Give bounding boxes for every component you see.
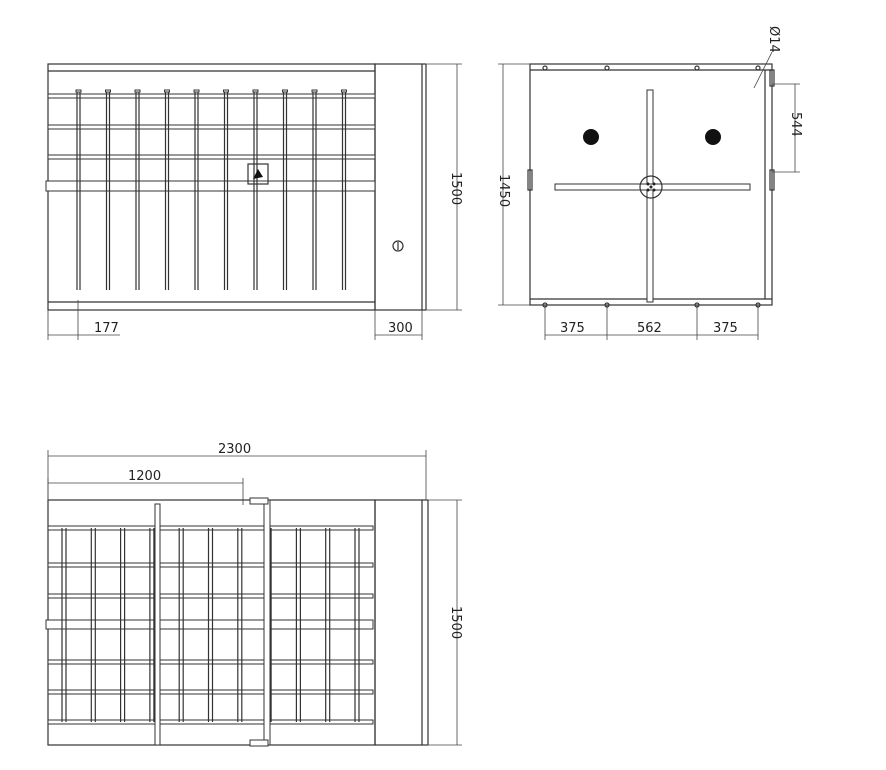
top-length-dimension: 2300: [47, 442, 427, 500]
pole-cap: [252, 89, 259, 93]
arm-row: [47, 719, 374, 725]
top-half-label: 1200: [128, 469, 161, 484]
pole-cap: [282, 89, 288, 93]
side-sensor-right-icon: [705, 129, 721, 145]
side-right-spacing-label: 375: [713, 321, 738, 336]
pole-cap: [75, 89, 82, 93]
front-offset-label: 177: [94, 321, 119, 336]
top-view: 2300 1200 1500: [45, 442, 463, 747]
top-center-post: [154, 497, 271, 747]
arm-row: [47, 689, 374, 695]
front-rotor-arms: [45, 93, 376, 192]
front-view: 1500 177 300: [45, 63, 463, 340]
front-height-label: 1500: [448, 172, 463, 205]
side-middle-spacing-label: 562: [637, 321, 662, 336]
pole-cap: [105, 89, 111, 93]
arm-row: [47, 562, 374, 568]
front-poles: [75, 89, 347, 290]
top-width-dimension: 1500: [428, 499, 463, 746]
side-sensor-left-icon: [583, 129, 599, 145]
front-column-label: 300: [388, 321, 413, 336]
top-column: [374, 499, 423, 746]
top-arm-rows: [45, 525, 374, 725]
pole-cap: [164, 89, 170, 93]
side-spacing-dimension: 544: [772, 83, 803, 173]
arm-row: [47, 525, 374, 531]
side-rotor-cross: [554, 89, 751, 303]
side-brackets: [527, 69, 775, 191]
pole-cap: [311, 89, 318, 93]
side-left-spacing-label: 375: [560, 321, 585, 336]
side-hole-label: Ø14: [766, 26, 781, 53]
side-hole-dimension: Ø14: [753, 26, 781, 89]
top-poles: [61, 528, 360, 722]
top-width-label: 1500: [448, 606, 463, 639]
front-column-dimension: 300: [374, 310, 423, 340]
side-height-dimension: 1450: [496, 63, 530, 306]
front-height-dimension: 1500: [426, 63, 463, 311]
top-half-dimension: 1200: [47, 469, 244, 505]
arm-row: [47, 593, 374, 599]
arm-row: [47, 659, 374, 665]
arm-row-main: [45, 619, 374, 630]
side-bottom-dimensions: 375 562 375: [544, 305, 759, 340]
front-keyhole-icon: [392, 240, 404, 252]
top-length-label: 2300: [218, 442, 251, 457]
pole-cap: [134, 89, 141, 93]
front-lock-icon: [247, 163, 269, 185]
side-spacing-label: 544: [788, 112, 803, 137]
side-frame: [529, 63, 773, 306]
side-height-label: 1450: [496, 174, 511, 207]
front-offset-dimension: 177: [47, 300, 120, 340]
pole-cap: [341, 89, 347, 93]
pole-cap: [223, 89, 229, 93]
side-top-holes: [542, 65, 761, 71]
side-view: 1450 Ø14 544 375 562 375: [496, 26, 803, 340]
pole-cap: [193, 89, 200, 93]
